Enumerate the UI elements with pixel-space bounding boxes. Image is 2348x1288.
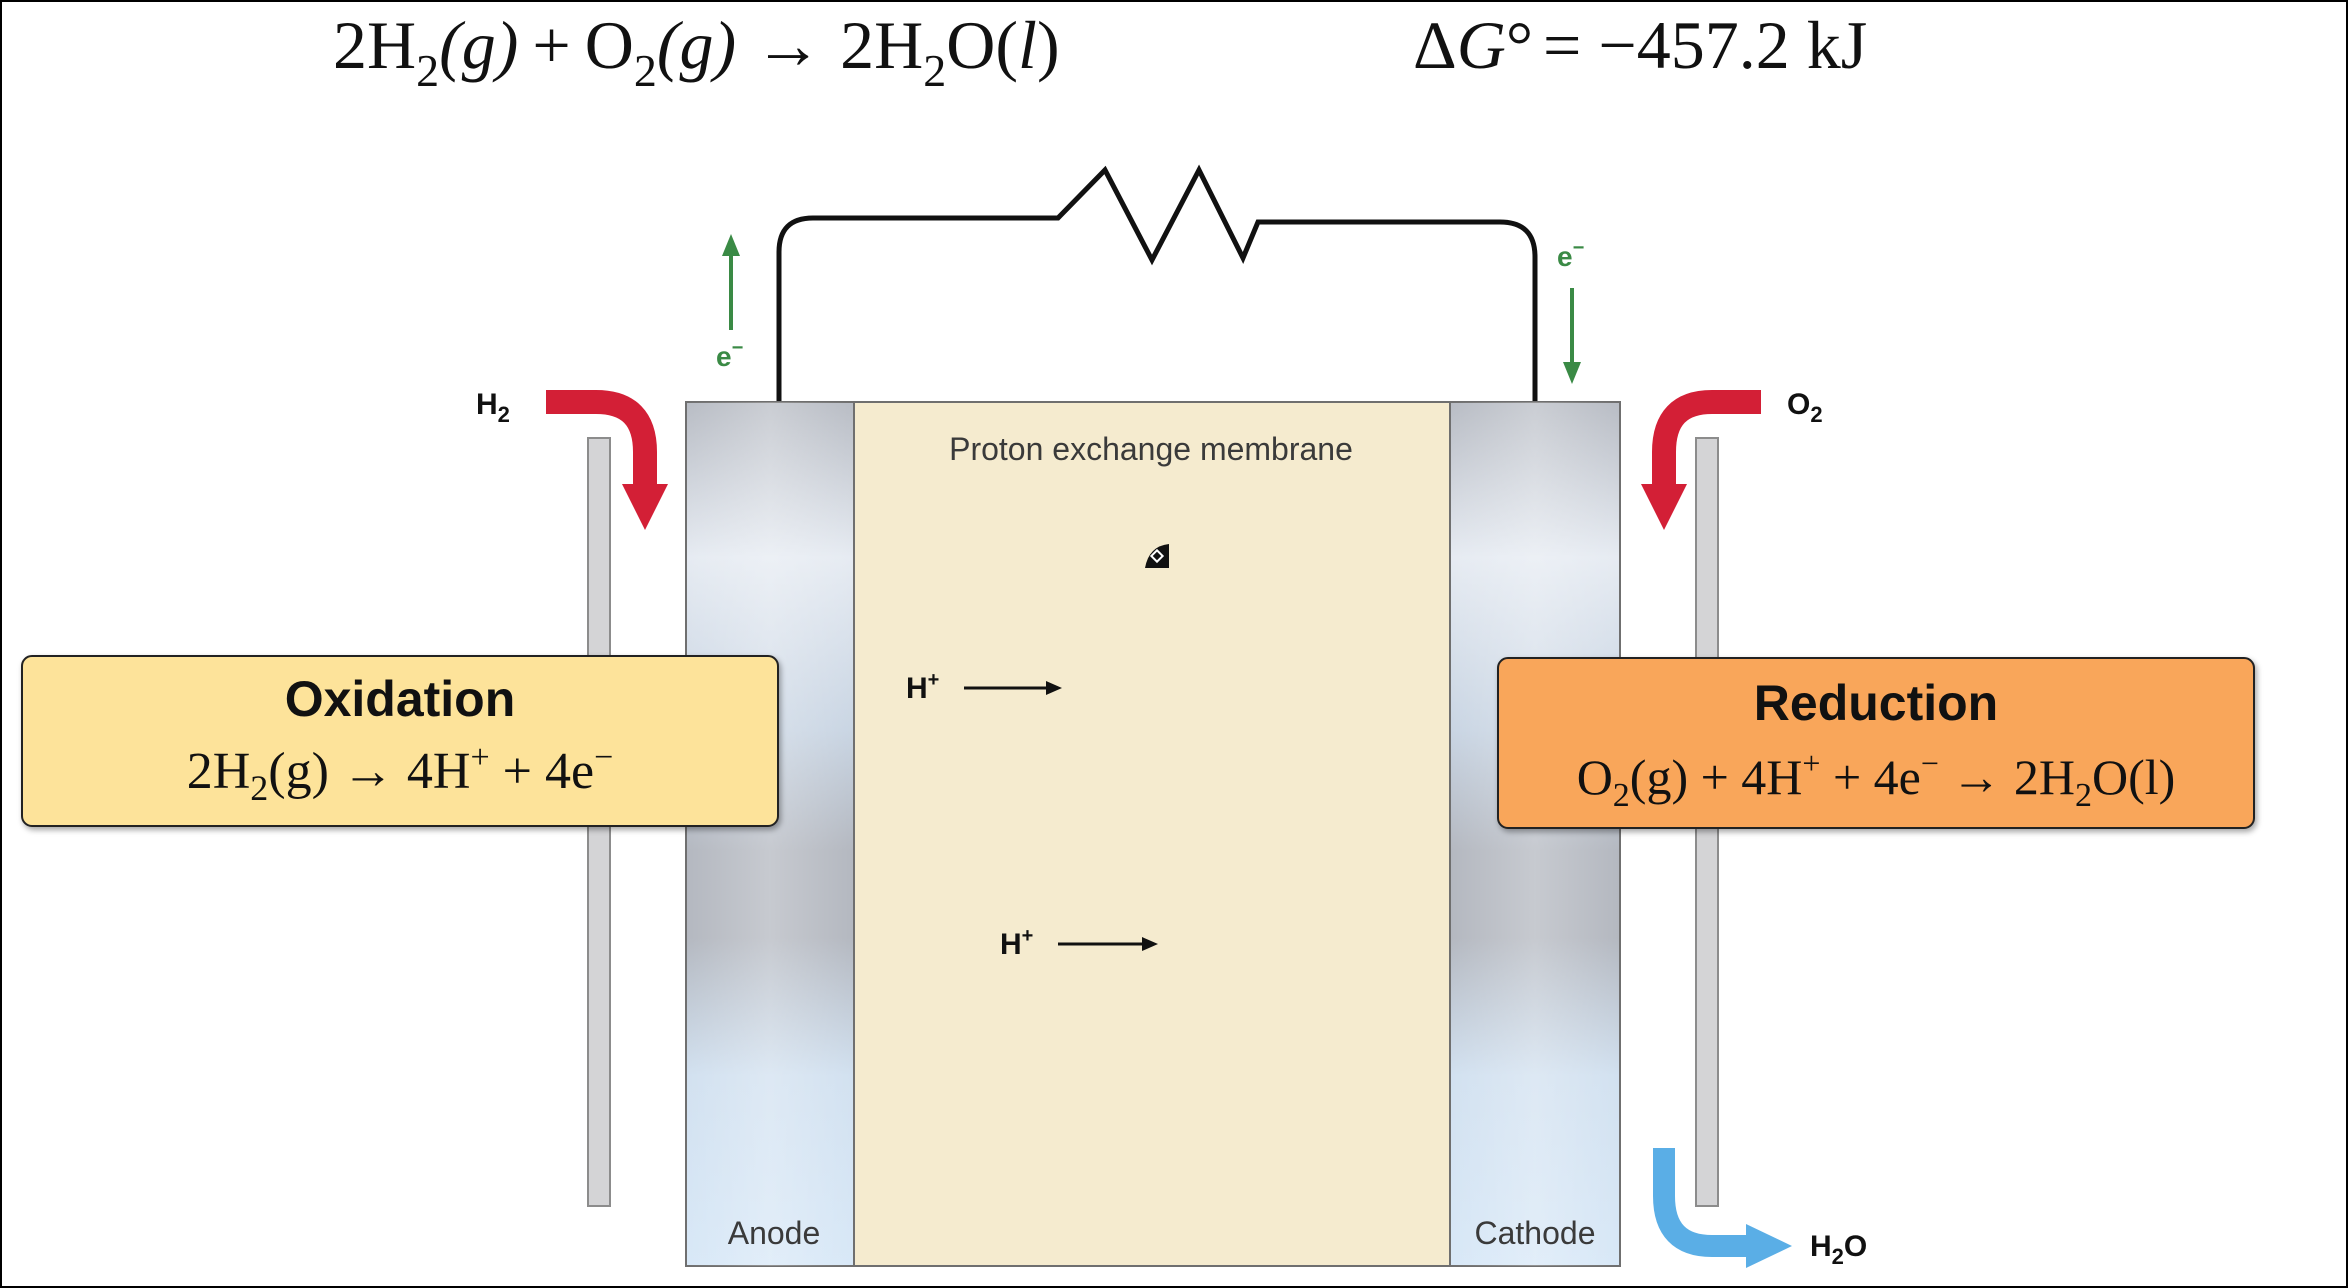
oxidation-title: Oxidation <box>285 671 516 727</box>
electron-label-cathode: e− <box>1557 237 1584 272</box>
proton-label-1: H+ <box>906 669 939 705</box>
reduction-half-reaction: O2(g) + 4H+ + 4e− → 2H2O(l) <box>1577 745 2176 814</box>
h2-label: H2 <box>476 388 510 427</box>
o2-label: O2 <box>1787 388 1823 427</box>
oxidation-half-reaction: 2H2(g) → 4H+ + 4e− <box>187 739 614 808</box>
electron-arrow-up <box>722 234 740 330</box>
cathode-sheen <box>1450 402 1620 1266</box>
anode-label: Anode <box>728 1215 821 1251</box>
reduction-box <box>1497 657 2255 829</box>
proton-arrow-1 <box>964 681 1062 695</box>
h2-inlet-arrow <box>546 390 668 530</box>
electron-arrow-down <box>1563 288 1581 384</box>
cathode-label: Cathode <box>1475 1215 1596 1251</box>
electron-label-anode: e− <box>716 337 743 372</box>
proton-arrow-2 <box>1058 937 1158 951</box>
h2o-outlet-arrow <box>1653 1148 1792 1268</box>
proton-label-2: H+ <box>1000 925 1033 961</box>
reduction-title: Reduction <box>1754 675 1998 731</box>
proton-exchange-membrane <box>853 401 1451 1267</box>
cursor-icon <box>1145 544 1169 568</box>
h2o-label: H2O <box>1810 1230 1867 1269</box>
o2-inlet-arrow <box>1641 390 1761 530</box>
membrane-label: Proton exchange membrane <box>949 431 1353 467</box>
circuit-wire-with-resistor <box>776 164 1538 402</box>
gibbs-free-energy: ΔG°= −457.2 kJ <box>1413 7 1867 83</box>
anode-sheen <box>686 402 854 1266</box>
oxidation-box <box>21 655 779 827</box>
overall-equation: 2H2(g)+O2(g)→2H2O(l) <box>333 7 1060 96</box>
